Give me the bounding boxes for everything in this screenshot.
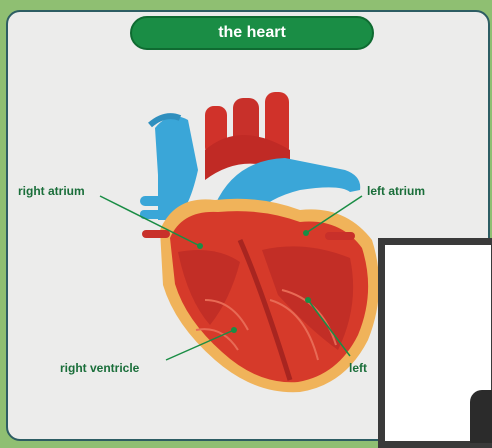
label-left-atrium: left atrium	[367, 184, 425, 198]
label-right-atrium: right atrium	[18, 184, 85, 198]
label-right-ventricle: right ventricle	[60, 361, 139, 375]
pulmonary-vein-right	[142, 230, 170, 238]
pulmonary-vein-left	[325, 232, 355, 240]
overlapping-window-shadow	[470, 390, 492, 443]
label-left-ventricle: left	[349, 361, 367, 375]
heart-body	[160, 199, 379, 392]
